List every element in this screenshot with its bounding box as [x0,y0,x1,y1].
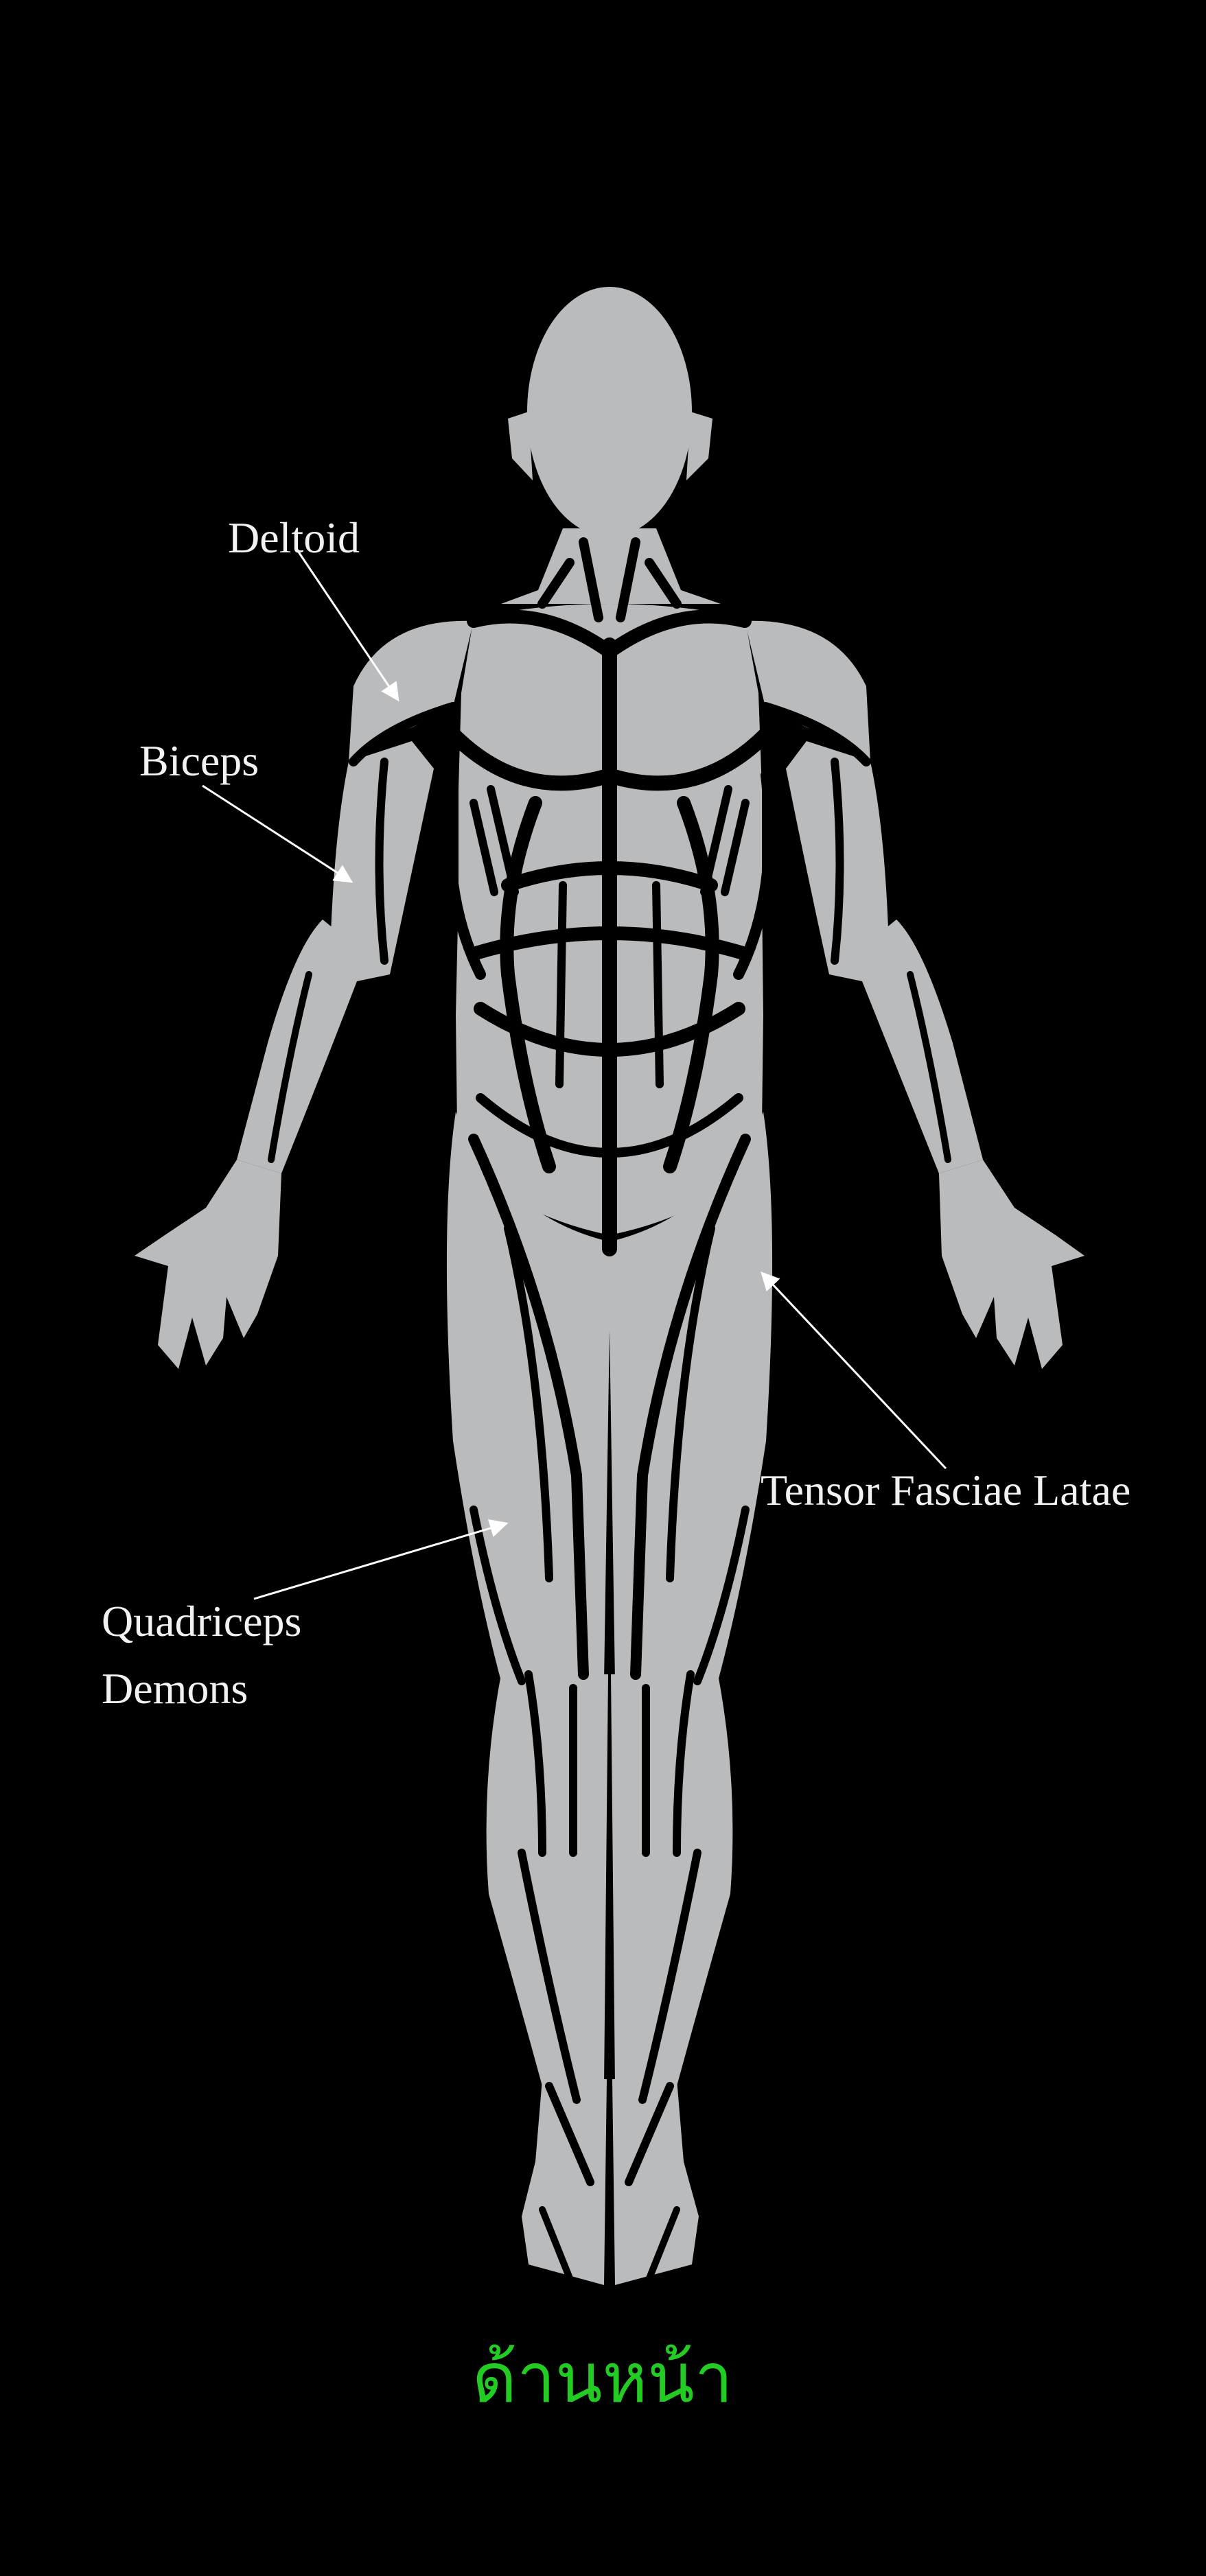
left-hand [135,1160,281,1369]
tensor-fasciae-latae-leader [761,1272,947,1470]
left-foot [522,2079,607,2285]
demons-label: Demons [102,1664,248,1713]
right-lower-leg [611,1674,733,2086]
left-thigh [446,1112,611,1681]
left-lower-leg [486,1674,608,2086]
left-ear [508,412,533,480]
biceps-label: Biceps [139,736,259,785]
body-silhouette [135,287,1085,2285]
left-deltoid [349,620,474,762]
biceps-leader [202,784,353,883]
left-forearm [237,920,390,1173]
right-deltoid [745,620,870,762]
muscle-grooves [268,537,951,2282]
quadriceps-label: Quadriceps [102,1597,301,1646]
deltoid-leader [295,548,399,702]
right-thigh [608,1112,773,1681]
quadriceps-leader [253,1519,509,1600]
deltoid-label: Deltoid [228,513,360,562]
right-forearm [829,920,983,1173]
neck [501,528,721,604]
view-caption: ด้านหน้า [472,2338,733,2418]
head [527,287,692,537]
right-foot [612,2079,699,2285]
right-ear [686,412,712,480]
tensor-fasciae-latae-label: Tensor Fasciae Latae [761,1466,1130,1514]
right-hand [939,1160,1085,1369]
